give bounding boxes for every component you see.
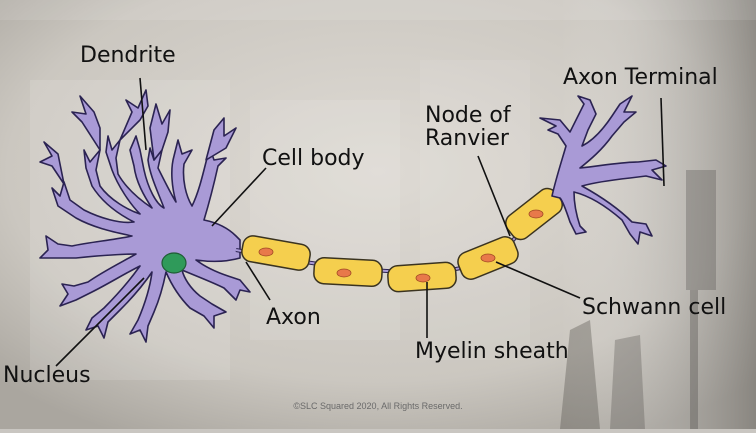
myelin-sheath-label: Myelin sheath: [415, 339, 569, 364]
axon-terminal-label: Axon Terminal: [563, 65, 718, 90]
schwann-nuclei: [258, 209, 544, 283]
axon-terminal-shape: [539, 95, 667, 245]
nucleus-label: Nucleus: [3, 363, 91, 388]
axon-label: Axon: [266, 305, 321, 330]
dendrite-label: Dendrite: [80, 43, 176, 68]
schwann-cell-label: Schwann cell: [582, 295, 727, 320]
cell-body-label: Cell body: [262, 146, 365, 171]
neuron-cell-body: [39, 89, 251, 343]
copyright-notice: ©SLC Squared 2020, All Rights Reserved.: [293, 401, 463, 411]
nucleus-shape: [161, 252, 187, 274]
node-of-ranvier-label: Node of Ranvier: [425, 103, 511, 152]
schwann-cell-1: [241, 235, 311, 271]
leader-lines: [55, 77, 665, 367]
